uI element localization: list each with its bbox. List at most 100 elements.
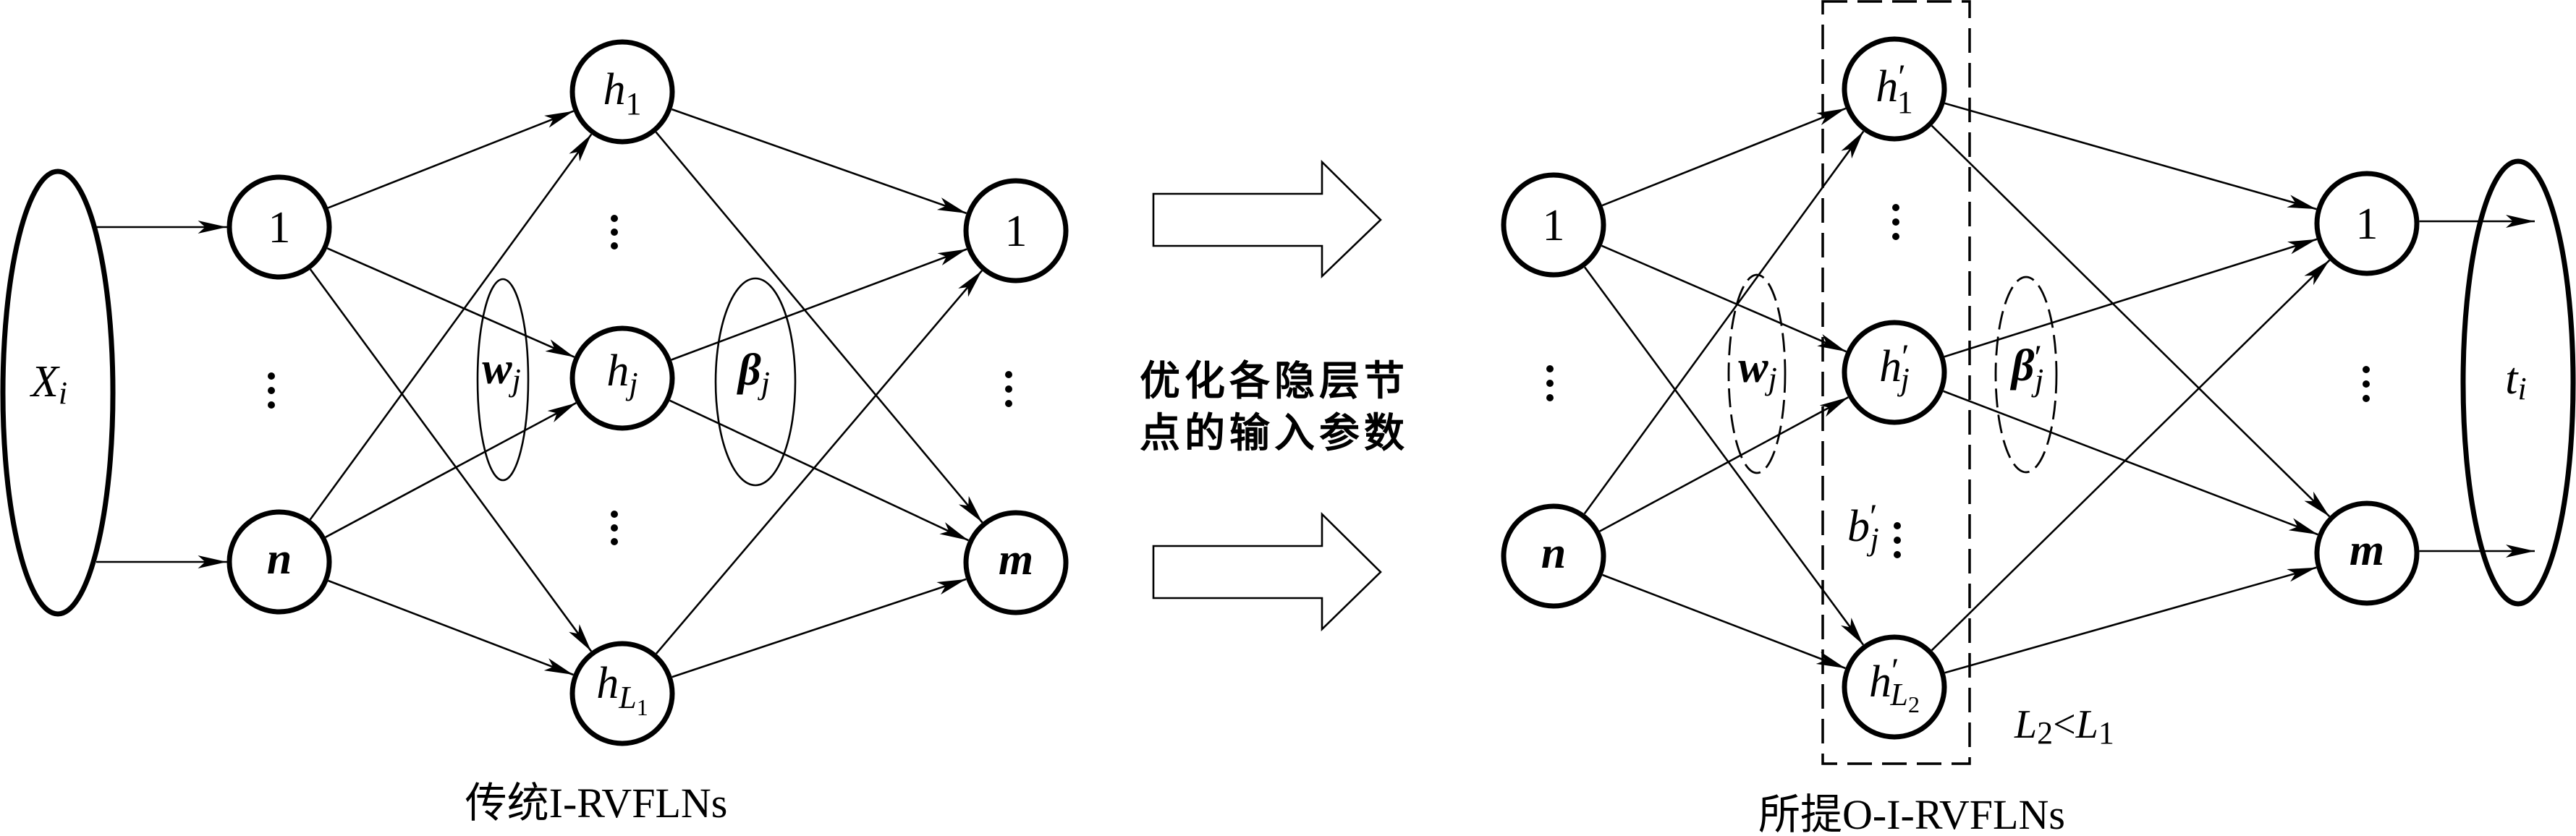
ellipsis-dot [268,401,275,409]
edge-left-hj-to-om [669,399,969,542]
ellipsis-dot [1005,385,1012,393]
input-weight-group-ellipse [1727,273,1787,474]
node-circle [2314,500,2420,606]
node-label: h′j [1879,338,1910,397]
ellipsis-dot [1892,233,1899,240]
ellipsis-dot [1894,522,1901,529]
left-hidden-node-j: hj [569,325,675,431]
node-sub-subscript: 1 [637,694,648,720]
node-label: h′1 [1876,58,1913,120]
node-circle [569,641,675,746]
right-output-node-m: m [2314,500,2420,606]
edge-right-hL-to-o1 [1931,259,2331,652]
transition-text-line-2: 点的输入参数 [1140,410,1409,457]
constraint-lhs: L [2014,702,2037,747]
node-subscript: j [1897,362,1910,397]
right-output-ellipsis [2363,366,2370,402]
constraint-operator: < [2053,702,2076,747]
edge-right-in1-to-hL [1583,266,1865,646]
target-subscript: i [2518,371,2527,406]
ellipsis-dot [2363,395,2370,402]
right-input-node-n: n [1501,503,1606,609]
node-label: n [267,534,292,584]
node-circle [963,510,1069,615]
ellipsis-dot [268,387,275,394]
edge-right-in1-to-hj [1601,244,1847,353]
right-hidden-ellipsis-upper [1892,204,1899,240]
right-network: wj β′j ti b′j L2<L1 [1727,0,2576,765]
ellipsis-dot [268,372,275,380]
ellipsis-dot-groups [268,204,2370,558]
left-input-node-1: 1 [226,174,332,280]
node-label: 1 [2356,200,2378,249]
ellipsis-dot [611,242,618,249]
input-set-subscript: i [59,375,67,411]
node-label: hL1 [596,659,648,720]
weight-subscript: j [1765,361,1777,396]
right-caption: 所提O-I-RVFLNs [1758,791,2065,836]
node-circle [569,39,675,145]
left-hidden-ellipsis-lower [611,511,618,545]
beta-symbol: β [2010,341,2035,391]
bias-label: b′j [1847,498,1879,557]
prime-mark: ′ [1891,652,1899,690]
transition-text-line-1: 优化各隐层节 [1140,358,1409,405]
input-weight-label: wj [1738,343,1777,396]
transition: 优化各隐层节 点的输入参数 [1140,159,1409,632]
node-label: hj [606,346,637,401]
right-hidden-node-j: h′j [1842,320,1947,425]
node-label: h′L2 [1869,652,1920,717]
transform-arrow-bottom [1152,511,1382,632]
optimized-hidden-layer-box [1821,0,1971,765]
edge-right-hj-to-o1 [1944,238,2318,358]
input-set-symbol: X [29,357,60,406]
output-weight-label: β′j [2010,338,2044,398]
left-network: Xi wj βj [0,169,797,617]
weight-symbol: w [482,344,512,393]
hidden-count-constraint: L2<L1 [2014,702,2114,751]
input-set-ellipse [0,169,116,617]
edge-right-h1-to-o1 [1944,102,2317,210]
node-symbol: h [606,346,629,396]
output-weight-group-ellipse [714,277,797,487]
prime-mark: ′ [1898,58,1906,96]
node-symbol: h [1879,342,1902,391]
right-input-node-1: 1 [1501,172,1606,278]
node-symbol: h [1869,657,1891,707]
node-symbol: h [603,65,626,114]
edge-left-h1-to-om [655,131,983,524]
edge-right-h1-to-om [1931,124,2331,518]
edge-right-hL-to-om [1944,566,2317,674]
ellipsis-dot [611,511,618,518]
edge-left-inn-to-h1 [309,133,593,521]
edge-left-in1-to-h1 [327,110,575,209]
left-input-node-n: n [226,509,332,615]
right-hidden-node-L2: h′L2 [1842,634,1947,740]
right-hidden-node-1: h′1 [1842,36,1947,142]
node-circle [569,325,675,431]
ellipsis-dot [611,524,618,532]
edge-right-inn-to-hj [1599,396,1849,532]
node-label: m [2350,526,2384,575]
beta-subscript: j [758,365,770,401]
node-label: n [1541,529,1566,578]
node-circle [1842,634,1947,740]
node-subscript: L [618,680,636,715]
ellipsis-dot [1892,204,1899,211]
ellipsis-dot [1005,400,1012,407]
node-label: 1 [268,203,291,252]
edge-right-inn-to-hL [1602,573,1846,670]
edge-left-h1-to-o1 [671,108,967,215]
left-input-ellipsis [268,372,275,409]
left-hidden-node-L1: hL1 [569,641,675,746]
beta-symbol: β [737,346,761,395]
node-subscript: L [1890,677,1908,712]
ellipsis-dot [611,229,618,236]
ellipsis-dot [611,215,618,222]
node-circle [1501,172,1606,278]
edge-left-inn-to-hj [325,402,577,538]
connection-edges [96,102,2535,678]
ellipsis-dot [1546,380,1554,387]
target-set-ellipse [2460,158,2576,607]
